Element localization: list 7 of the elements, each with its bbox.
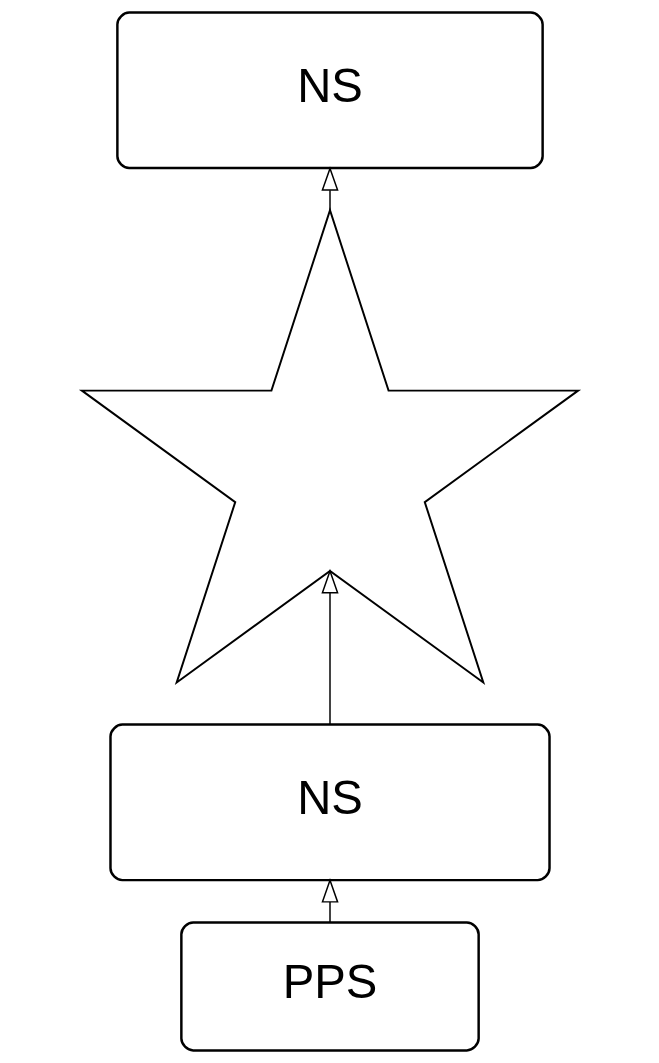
node-box: PPS — [179, 921, 480, 1052]
node-star — [78, 207, 581, 685]
node-box: NS — [115, 11, 544, 170]
arrow — [320, 568, 339, 726]
node-box: NS — [108, 723, 551, 882]
arrow — [320, 166, 339, 211]
arrow — [320, 878, 339, 923]
